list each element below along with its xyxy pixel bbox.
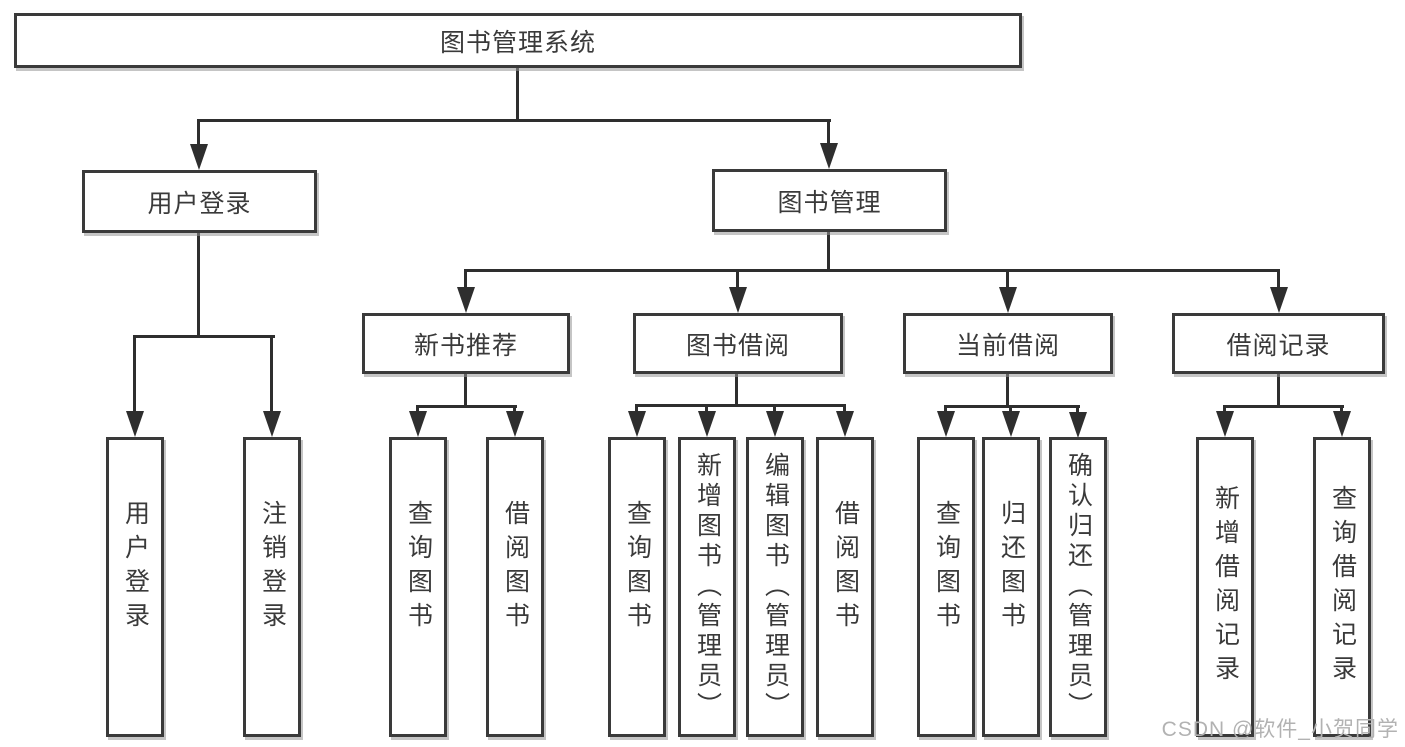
leaf-edit-books-admin: 编辑图书（管理员） [746, 437, 804, 737]
arrow-down-icon [836, 411, 854, 437]
node-root-library-system: 图书管理系统 [14, 13, 1022, 68]
node-user-login: 用户登录 [82, 170, 317, 233]
connector-book-borrow-branch [635, 404, 846, 407]
leaf-label: 注销登录 [258, 500, 287, 636]
connector-new-rec-feed [464, 374, 467, 407]
leaf-label: 借阅图书 [831, 500, 860, 636]
leaf-label: 确认归还（管理员） [1064, 452, 1093, 722]
arrow-down-icon [1069, 412, 1087, 438]
arrow-down-icon [126, 411, 144, 437]
arrow-down-icon [457, 287, 475, 313]
connector-leaf-stem [843, 405, 846, 413]
arrow-down-icon [1216, 411, 1234, 437]
leaf-logout: 注销登录 [243, 437, 301, 737]
node-borrowing-records: 借阅记录 [1172, 313, 1385, 374]
arrow-down-icon [263, 411, 281, 437]
arrow-down-icon [409, 411, 427, 437]
connector-leaf-stem [1340, 406, 1343, 414]
connector-level2-branch [197, 119, 831, 122]
connector-book-borrow-feed [735, 374, 738, 407]
connector-leaf-stem [1223, 406, 1226, 414]
connector-leaf-stem [944, 406, 947, 414]
leaf-label: 归还图书 [997, 500, 1026, 636]
leaf-label: 新增借阅记录 [1211, 485, 1240, 689]
leaf-confirm-return-admin: 确认归还（管理员） [1049, 437, 1107, 737]
node-book-management: 图书管理 [712, 169, 947, 232]
leaf-borrow-books: 借阅图书 [816, 437, 874, 737]
leaf-label: 查询借阅记录 [1328, 485, 1357, 689]
connector-current-branch [944, 405, 1080, 408]
arrow-down-icon [999, 287, 1017, 313]
csdn-watermark: CSDN @软件_小贺同学 [1161, 718, 1399, 741]
leaf-add-borrow-record: 新增借阅记录 [1196, 437, 1254, 737]
arrow-down-icon [937, 411, 955, 437]
node-book-borrowing: 图书借阅 [633, 313, 843, 374]
connector-new-rec-branch [416, 405, 517, 408]
leaf-label: 借阅图书 [501, 500, 530, 636]
arrow-down-icon [1333, 411, 1351, 437]
node-current-borrowing: 当前借阅 [903, 313, 1113, 374]
leaf-borrow-books: 借阅图书 [486, 437, 544, 737]
leaf-label: 查询图书 [932, 500, 961, 636]
leaf-query-books: 查询图书 [917, 437, 975, 737]
connector-leaf-stem [1076, 406, 1079, 414]
connector-root-stem [516, 66, 519, 122]
leaf-user-login: 用户登录 [106, 437, 164, 737]
arrow-down-icon [506, 411, 524, 437]
connector-level3-branch [464, 269, 1280, 272]
leaf-label: 查询图书 [623, 500, 652, 636]
arrow-down-icon [628, 411, 646, 437]
connector-leaf-stem [464, 270, 467, 288]
leaf-label: 新增图书（管理员） [693, 452, 722, 722]
connector-leaf-stem [416, 406, 419, 413]
arrow-down-icon [1270, 287, 1288, 313]
connector-leaf-stem [1006, 270, 1009, 288]
leaf-return-books: 归还图书 [982, 437, 1040, 737]
leaf-query-borrow-record: 查询借阅记录 [1313, 437, 1371, 737]
leaf-add-books-admin: 新增图书（管理员） [678, 437, 736, 737]
connector-leaf-stem [133, 336, 136, 412]
leaf-label: 查询图书 [404, 500, 433, 636]
connector-book-mgmt-feed [827, 232, 830, 271]
connector-user-login-feed [197, 233, 200, 337]
leaf-query-books: 查询图书 [608, 437, 666, 737]
arrow-down-icon [190, 144, 208, 170]
node-new-book-recommendation: 新书推荐 [362, 313, 570, 374]
connector-leaf-stem [705, 405, 708, 413]
connector-records-feed [1277, 374, 1280, 407]
connector-book-mgmt-stem [827, 120, 830, 145]
connector-leaf-stem [1277, 270, 1280, 288]
leaf-query-books: 查询图书 [389, 437, 447, 737]
connector-leaf-stem [513, 406, 516, 413]
connector-records-branch [1223, 405, 1344, 408]
connector-user-login-stem [197, 120, 200, 146]
arrow-down-icon [1002, 411, 1020, 437]
leaf-label: 用户登录 [121, 500, 150, 636]
connector-current-feed [1006, 374, 1009, 407]
arrow-down-icon [729, 287, 747, 313]
connector-leaf-stem [773, 405, 776, 413]
connector-leaf-stem [1009, 406, 1012, 414]
connector-login-branch [133, 335, 275, 338]
connector-leaf-stem [736, 270, 739, 288]
arrow-down-icon [820, 143, 838, 169]
connector-leaf-stem [270, 336, 273, 412]
leaf-label: 编辑图书（管理员） [761, 452, 790, 722]
arrow-down-icon [698, 411, 716, 437]
connector-leaf-stem [635, 405, 638, 413]
arrow-down-icon [766, 411, 784, 437]
